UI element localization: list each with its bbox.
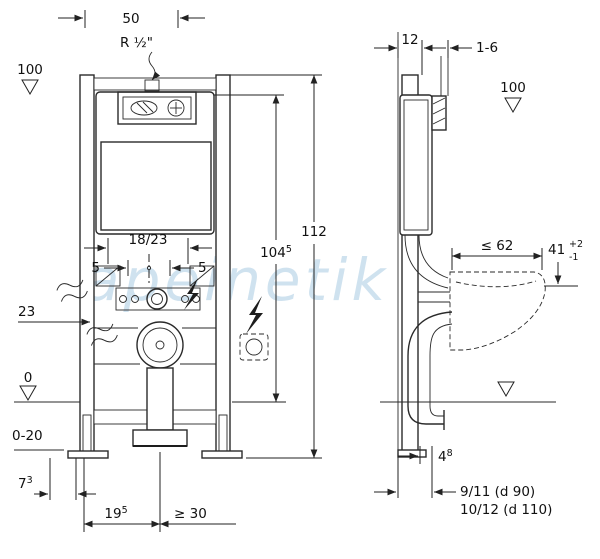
supply-r-half-label: R ½" [120, 35, 153, 51]
level-0-label: 0 [24, 370, 33, 386]
dim-1-6: 1-6 [447, 40, 498, 58]
watermark-text: apeinetik [84, 246, 389, 314]
floor-side [380, 381, 556, 403]
dim-104-5: 1045 [214, 94, 292, 403]
dim-7-3-label: 73 [18, 475, 33, 492]
drain-pipe-side [407, 311, 453, 430]
lightning-icon-large [246, 296, 263, 334]
dim-12-label: 12 [401, 32, 418, 48]
power-connection-box [239, 333, 269, 361]
drain-d90-label: 9/11 (d 90) [460, 484, 535, 500]
frame-feet [67, 414, 243, 459]
dim-1-6-label: 1-6 [476, 40, 498, 56]
wc-bowl-outline [449, 271, 546, 351]
level-100-front: 100 [17, 62, 43, 96]
dim-4-8: 48 [398, 446, 453, 498]
dim-drain-offset: 9/11 (d 90) 10/12 (d 110) [374, 453, 552, 518]
drain-d110-label: 10/12 (d 110) [460, 502, 552, 518]
level-100-label: 100 [17, 62, 43, 78]
lightning-icon-small [184, 278, 199, 310]
dim-41: 41+2-1 [544, 239, 583, 287]
level-100-side-label: 100 [500, 80, 526, 96]
dim-5-right-label: 5 [198, 260, 207, 276]
level-100-side: 100 [500, 80, 526, 114]
flush-pipe-side [404, 234, 450, 303]
dim-5-left-label: 5 [91, 260, 100, 276]
flow-arrows-lower [86, 323, 118, 346]
level-triangle-icon-side [504, 97, 522, 114]
water-supply-label: R ½" [120, 35, 161, 81]
dim-18-23-label: 18/23 [129, 232, 168, 248]
drain-socket-front [132, 321, 188, 447]
flow-arrows-left [56, 279, 88, 302]
dim-23: 23 [18, 304, 90, 326]
level-0-triangle-icon [19, 385, 37, 402]
dim-5-5: 5 5 [91, 254, 207, 284]
cistern-front [95, 79, 215, 235]
dim-width-50: 50 [58, 10, 205, 28]
floor-levels: 0 0-20 [12, 370, 80, 451]
front-view: 50 R ½" 100 18/23 5 5 [12, 10, 327, 532]
range-0-20-label: 0-20 [12, 428, 43, 444]
dim-112-label: 112 [301, 224, 327, 240]
floor-triangle-icon [497, 381, 515, 398]
dim-18-23: 18/23 [84, 232, 212, 264]
dim-max-62-label: ≤ 62 [481, 238, 514, 254]
flush-bend-front [146, 288, 168, 310]
level-triangle-icon [21, 79, 39, 96]
cistern-side [399, 94, 433, 236]
geberit-logo-oval [130, 100, 158, 116]
dim-104-5-label: 1045 [260, 244, 292, 261]
dim-max-62: ≤ 62 [451, 238, 543, 270]
dim-12: 12 [374, 32, 446, 75]
dim-50-label: 50 [122, 11, 139, 27]
dim-41-label: 41+2-1 [548, 239, 583, 263]
dim-19-5: 195 [83, 452, 161, 532]
dim-min-30: ≥ 30 [160, 506, 236, 528]
dim-23-label: 23 [18, 304, 35, 320]
wall-brackets [95, 265, 215, 311]
supply-flow-arrow [148, 51, 161, 81]
dim-19-5-label: 195 [104, 505, 127, 522]
dim-min-30-label: ≥ 30 [174, 506, 207, 522]
fill-valve-icon [167, 99, 185, 117]
dim-112: 112 [230, 74, 327, 459]
flush-plate-side [431, 56, 449, 131]
frame-front [79, 74, 231, 458]
dim-7-3: 73 [18, 458, 96, 500]
side-view: 12 1-6 100 [374, 32, 583, 518]
dim-4-8-label: 48 [438, 448, 453, 465]
